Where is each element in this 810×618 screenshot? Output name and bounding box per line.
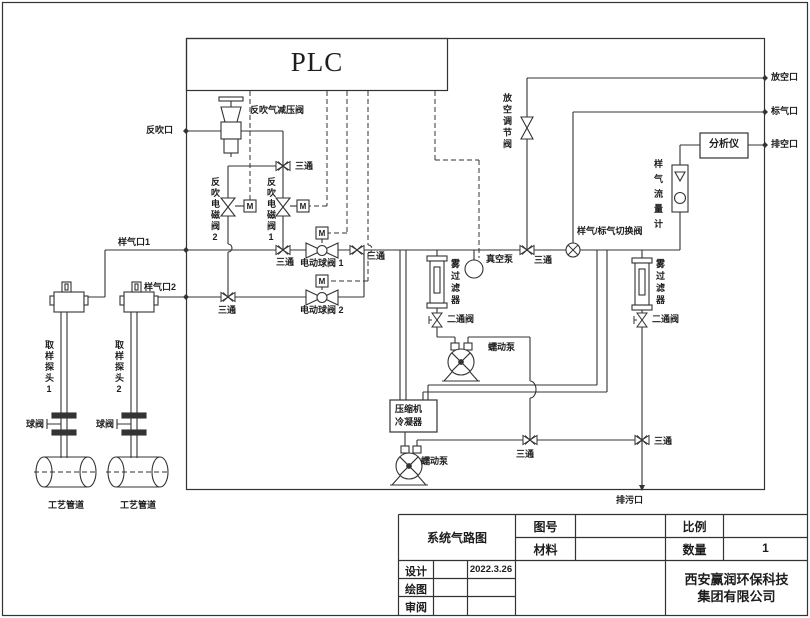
peristaltic-pump-2-symbol bbox=[390, 445, 428, 486]
port-label-sample1: 样气口1 bbox=[118, 237, 151, 247]
equip-label-flow-meter: 样气流量计 bbox=[653, 159, 663, 234]
valve-label-reducer: 反吹气减压阀 bbox=[250, 105, 305, 115]
port-label-backflush: 反吹口 bbox=[146, 125, 174, 135]
switching-valve-symbol bbox=[565, 242, 581, 258]
tee-symbols bbox=[220, 160, 650, 446]
backflush-solenoid-1-symbol bbox=[274, 197, 310, 217]
process-pipe-2-symbol bbox=[106, 456, 170, 488]
plc-control-lines bbox=[249, 91, 480, 282]
titleblock-company-line2: 集团有限公司 bbox=[697, 589, 776, 604]
title-block-grid bbox=[397, 513, 808, 616]
tee-label: 三通 bbox=[367, 251, 386, 261]
equip-label-peristaltic-pump-2: 蠕动泵 bbox=[421, 456, 449, 466]
titleblock-qty-value: 1 bbox=[762, 541, 769, 555]
valve-label-ball-1: 球阀 bbox=[26, 419, 45, 429]
drain-arrow bbox=[639, 485, 645, 491]
valve-label-backflush-solenoid-2: 反吹电磁阀2 bbox=[210, 177, 220, 244]
titleblock-draft-label: 绘图 bbox=[405, 584, 427, 596]
equip-label-vacuum-pump: 真空泵 bbox=[486, 254, 514, 264]
equip-label-compressor-1: 压缩机 bbox=[395, 404, 423, 414]
tee-label: 三通 bbox=[516, 449, 535, 459]
pressure-reducing-valve-symbol bbox=[218, 96, 244, 157]
port-label-standard: 标气口 bbox=[771, 106, 799, 116]
equip-label-process-pipe-2: 工艺管道 bbox=[120, 500, 157, 510]
plc-box bbox=[185, 37, 449, 92]
sampling-probe-2-symbol bbox=[116, 281, 159, 458]
valve-label-switch: 样气/标气切换阀 bbox=[577, 226, 643, 236]
titleblock-qty-label: 数量 bbox=[682, 543, 707, 557]
equip-label-peristaltic-pump-1: 蠕动泵 bbox=[488, 342, 516, 352]
titleblock-design-label: 设计 bbox=[405, 566, 427, 578]
valve-label-two-way-2: 二通阀 bbox=[652, 314, 680, 324]
equip-label-probe-1: 取样探头1 bbox=[44, 340, 54, 396]
valve-label-vent-regulator: 放空调节阀 bbox=[502, 93, 512, 151]
equip-label-compressor-2: 冷凝器 bbox=[395, 417, 423, 427]
process-pipe-1-symbol bbox=[34, 456, 98, 488]
port-label-exhaust: 排空口 bbox=[771, 139, 799, 149]
tee-label: 三通 bbox=[295, 161, 314, 171]
valve-label-two-way-1: 二通阀 bbox=[447, 314, 475, 324]
tee-label: 三通 bbox=[276, 257, 295, 267]
port-label-drain: 排污口 bbox=[616, 495, 644, 505]
titleblock-design-date: 2022.3.26 bbox=[469, 564, 513, 575]
two-way-valve-1-symbol bbox=[428, 312, 443, 328]
valve-label-ball-2: 球阀 bbox=[96, 419, 115, 429]
cabinet-outline bbox=[185, 37, 766, 491]
port-markers bbox=[183, 75, 768, 491]
titleblock-scale-label: 比例 bbox=[682, 520, 707, 534]
valve-label-motor-ball-2: 电动球阀 2 bbox=[300, 305, 344, 315]
backflush-solenoid-2-symbol bbox=[219, 197, 257, 217]
tee-label: 三通 bbox=[534, 255, 553, 265]
valve-label-motor-ball-1: 电动球阀 1 bbox=[300, 258, 344, 268]
sampling-probe-1-symbol bbox=[46, 281, 89, 458]
port-label-vent: 放空口 bbox=[771, 72, 799, 82]
port-label-sample2: 样气口2 bbox=[144, 282, 177, 292]
plc-label: PLC bbox=[290, 47, 344, 77]
flow-meter-symbol bbox=[671, 164, 689, 213]
two-way-valve-2-symbol bbox=[633, 312, 648, 328]
mist-filter-1-symbol bbox=[426, 255, 448, 309]
motor-ball-valve-2-symbol bbox=[305, 274, 339, 306]
titleblock-title: 系统气路图 bbox=[426, 531, 487, 545]
equip-label-process-pipe-1: 工艺管道 bbox=[48, 500, 85, 510]
equip-label-mist-filter-1: 雾过滤器 bbox=[450, 259, 460, 307]
equip-label-mist-filter-2: 雾过滤器 bbox=[655, 259, 665, 307]
vent-regulating-valve-symbol bbox=[520, 116, 534, 140]
titleblock-review-label: 审阅 bbox=[405, 602, 427, 614]
tee-label: 三通 bbox=[218, 305, 237, 315]
peristaltic-pump-1-symbol bbox=[442, 342, 480, 382]
analyzer-box bbox=[699, 132, 749, 159]
vacuum-pump-symbol bbox=[464, 259, 484, 279]
svg-text:M: M bbox=[247, 202, 254, 211]
svg-text:M: M bbox=[300, 202, 307, 211]
svg-text:M: M bbox=[319, 229, 326, 238]
motor-marks: M M M M bbox=[247, 202, 326, 286]
pipe-lines bbox=[88, 77, 765, 486]
compressor-condenser-box bbox=[389, 399, 438, 433]
titleblock-material-label: 材料 bbox=[533, 543, 558, 557]
motor-ball-valve-1-symbol bbox=[305, 226, 339, 259]
equip-label-analyzer: 分析仪 bbox=[709, 139, 739, 150]
mist-filter-2-symbol bbox=[631, 257, 653, 311]
svg-text:M: M bbox=[319, 277, 326, 286]
tee-label: 三通 bbox=[654, 436, 673, 446]
titleblock-drawing-no-label: 图号 bbox=[533, 520, 558, 534]
equip-label-probe-2: 取样探头2 bbox=[114, 340, 124, 396]
valve-label-backflush-solenoid-1: 反吹电磁阀1 bbox=[266, 177, 276, 244]
titleblock-company-line1: 西安赢润环保科技 bbox=[684, 572, 789, 587]
